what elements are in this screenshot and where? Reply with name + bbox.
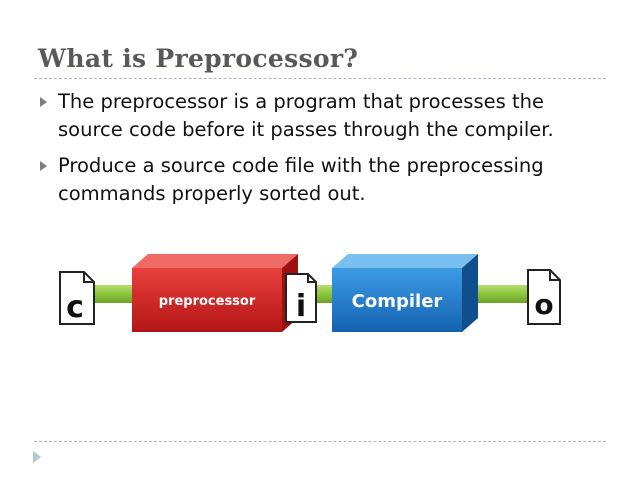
compiler-label: Compiler (352, 291, 443, 312)
title-divider (34, 78, 606, 79)
object-file-letter: o (534, 288, 553, 321)
slide-nav-arrow-icon[interactable] (33, 451, 41, 463)
bullet-item: Produce a source code file with the prep… (38, 152, 598, 208)
bullet-item: The preprocessor is a program that proce… (38, 88, 598, 144)
bullet-text-line: source code before it passes through the… (58, 118, 554, 141)
bullet-arrow-icon (40, 97, 47, 107)
intermediate-file-icon: i (285, 273, 317, 324)
preprocessor-label: preprocessor (159, 294, 256, 309)
intermediate-file-letter: i (296, 289, 306, 324)
bullet-text-line: commands properly sorted out. (58, 182, 366, 205)
bullet-text-line: Produce a source code file with the prep… (58, 154, 544, 177)
preprocessor-box: preprocessor (132, 254, 298, 332)
preprocessor-diagram: c preprocessor i Compiler o (59, 254, 561, 332)
source-file-icon: c (59, 271, 95, 325)
compiler-box: Compiler (332, 254, 478, 332)
footer-divider (34, 441, 606, 442)
object-file-icon: o (527, 269, 561, 325)
source-file-letter: c (66, 290, 84, 325)
slide-title: What is Preprocessor? (38, 44, 359, 73)
bullet-arrow-icon (40, 161, 47, 171)
bullet-text-line: The preprocessor is a program that proce… (58, 90, 544, 113)
bullet-list: The preprocessor is a program that proce… (38, 88, 598, 216)
